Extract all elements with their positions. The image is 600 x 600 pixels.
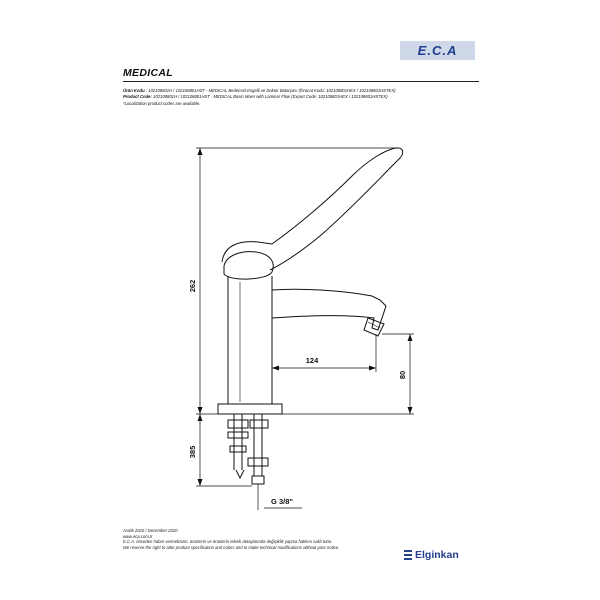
codes-label-en: Product Code: — [123, 94, 152, 100]
logo-text: E.C.A — [417, 43, 458, 58]
spout — [271, 288, 387, 331]
eca-logo: E.C.A — [400, 41, 475, 60]
nut-right-top — [249, 419, 269, 429]
dim-label-g38: G 3/8" — [271, 497, 293, 506]
codes-note: *Localization product codes are availabl… — [123, 100, 201, 106]
dim-label-80: 80 — [398, 371, 407, 379]
footer-date: Aralık 2020 / December 2020 — [123, 528, 178, 533]
codes-text-en: 102108801H / 102108801HST - MEDICAL Basi… — [153, 94, 388, 100]
dim-label-124: 124 — [306, 356, 319, 365]
handle-hub — [223, 251, 274, 280]
elginkan-mark-icon — [404, 550, 412, 560]
shank-right — [253, 414, 263, 476]
footer-notes: Aralık 2020 / December 2020 www.eca.com.… — [123, 528, 339, 550]
fitting-right — [251, 475, 265, 485]
footer-note-tr: E.C.A. önceden haber vermeksizin, ürünle… — [123, 539, 333, 545]
nut-left-top — [227, 419, 249, 429]
codes-label-tr: Ürün Kodu — [123, 88, 145, 93]
laminar-outlet — [363, 317, 385, 337]
hose-end-left — [235, 469, 245, 480]
product-codes: Ürün Kodu : 102108801H / 102108801HST - … — [123, 88, 483, 107]
footer-note-en: We reserve the right to alter product sp… — [123, 544, 340, 550]
base-plate — [217, 403, 283, 415]
connector-nut — [247, 457, 269, 467]
elginkan-logo: Elginkan — [404, 549, 459, 561]
nut-left-mid — [227, 431, 249, 439]
mixer-body — [227, 276, 273, 405]
dim-label-262: 262 — [188, 280, 197, 293]
footer-website: www.eca.com.tr — [123, 533, 153, 539]
codes-line-tr: Ürün Kodu : 102108801H / 102108801HST - … — [123, 88, 483, 94]
brand-name: Elginkan — [415, 549, 459, 561]
shank-left — [233, 414, 243, 470]
header-divider — [123, 81, 479, 82]
dim-label-385: 385 — [188, 446, 197, 459]
product-title: MEDICAL — [123, 67, 173, 79]
codes-line-en: Product Code: 102108801H / 102108801HST … — [123, 94, 483, 100]
codes-text-tr: : 102108801H / 102108801HST - MEDICAL Be… — [145, 88, 396, 93]
nut-left-low — [229, 445, 247, 453]
